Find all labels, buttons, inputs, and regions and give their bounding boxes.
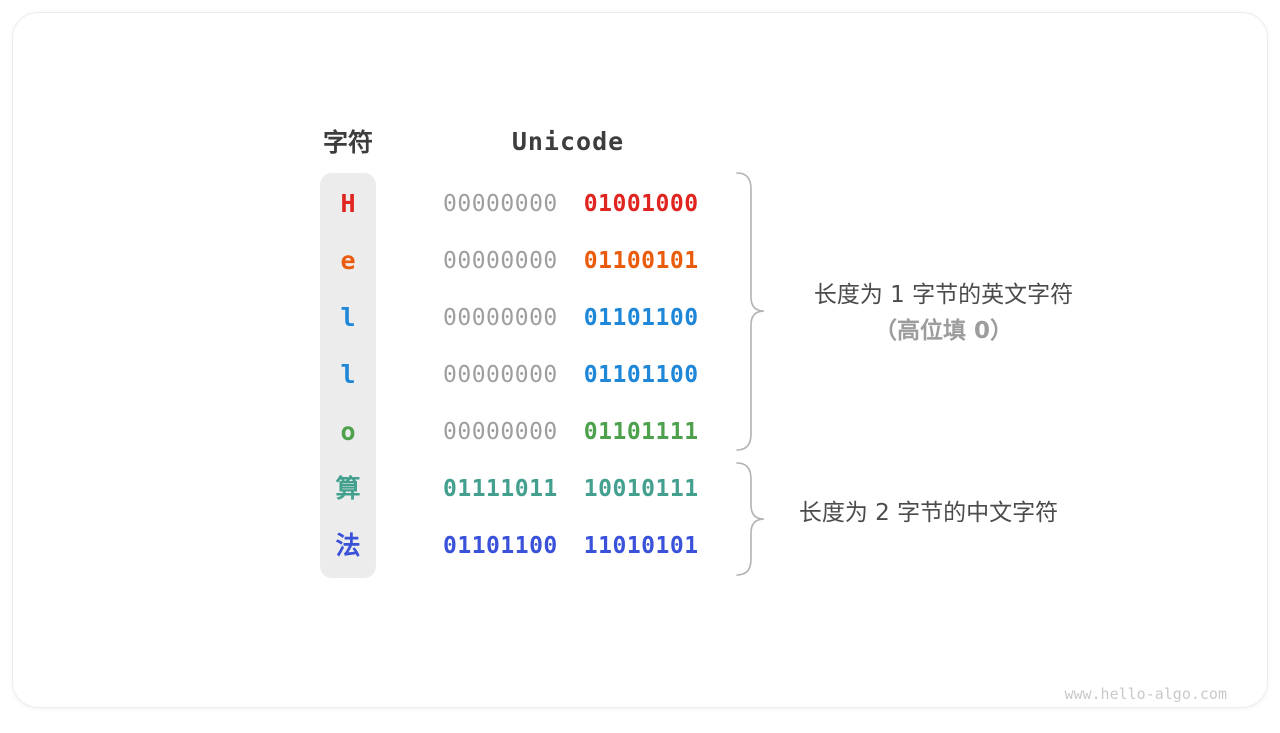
binary-row-o: 00000000 01101111 [443, 418, 699, 446]
byte-low: 01101100 [584, 361, 699, 389]
byte-low: 01101111 [584, 418, 699, 446]
annotation-english-line2: （高位填 0） [771, 313, 1116, 349]
byte-low: 10010111 [584, 475, 699, 503]
byte-high: 00000000 [443, 190, 558, 218]
byte-high: 00000000 [443, 304, 558, 332]
annotation-english-chars: 长度为 1 字节的英文字符 （高位填 0） [771, 277, 1116, 349]
char-cell-fa: 法 [320, 530, 376, 562]
binary-row-l2: 00000000 01101100 [443, 361, 699, 389]
binary-row-l1: 00000000 01101100 [443, 304, 699, 332]
char-column-header: 字符 [308, 128, 388, 158]
byte-low: 01001000 [584, 190, 699, 218]
figure-card: 字符 Unicode H e l l o 算 法 00000000 010010… [12, 12, 1268, 708]
char-cell-h: H [320, 188, 376, 220]
byte-low: 01100101 [584, 247, 699, 275]
unicode-column-header: Unicode [443, 127, 693, 157]
char-cell-o: o [320, 416, 376, 448]
binary-row-suan: 01111011 10010111 [443, 475, 699, 503]
char-cell-suan: 算 [320, 473, 376, 505]
watermark-url: www.hello-algo.com [1064, 685, 1227, 703]
annotation-chinese-chars: 长度为 2 字节的中文字符 [756, 495, 1101, 531]
binary-row-fa: 01101100 11010101 [443, 532, 699, 560]
char-cell-e: e [320, 245, 376, 277]
annotation-english-line1: 长度为 1 字节的英文字符 [771, 277, 1116, 313]
byte-high: 01101100 [443, 532, 558, 560]
byte-high: 00000000 [443, 247, 558, 275]
binary-row-e: 00000000 01100101 [443, 247, 699, 275]
byte-high: 00000000 [443, 418, 558, 446]
byte-high: 00000000 [443, 361, 558, 389]
byte-low: 11010101 [584, 532, 699, 560]
char-cell-l1: l [320, 302, 376, 334]
brace-english [737, 173, 764, 450]
annotation-chinese-line1: 长度为 2 字节的中文字符 [756, 495, 1101, 531]
byte-low: 01101100 [584, 304, 699, 332]
char-cell-l2: l [320, 359, 376, 391]
byte-high: 01111011 [443, 475, 558, 503]
binary-row-h: 00000000 01001000 [443, 190, 699, 218]
